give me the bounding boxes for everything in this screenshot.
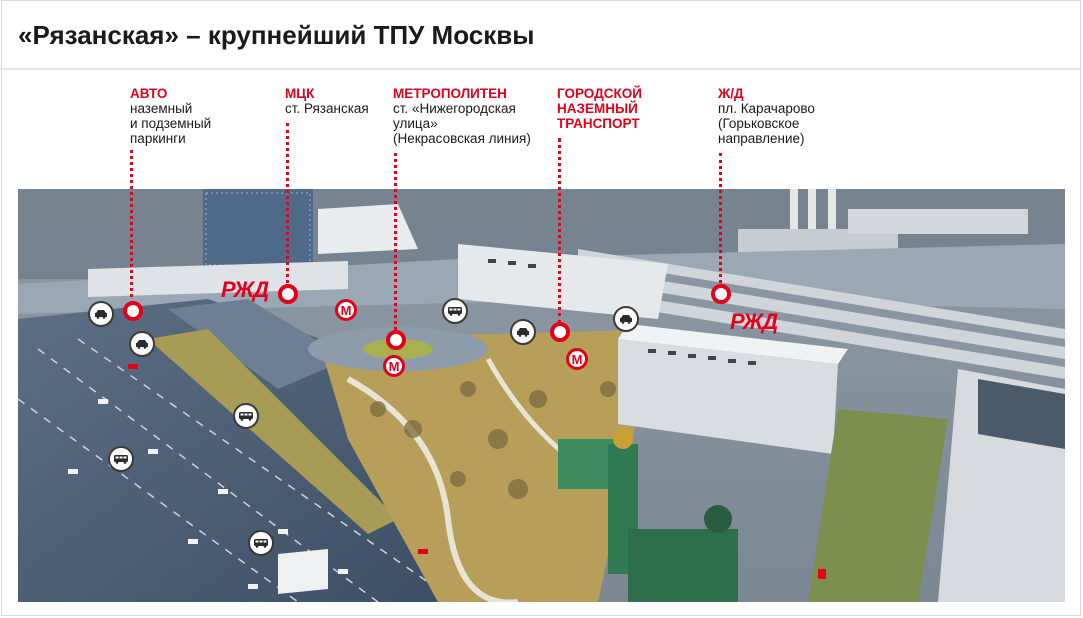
location-marker-metro xyxy=(386,330,406,350)
label-mck-heading: МЦК xyxy=(285,86,315,101)
leader-line-transport xyxy=(558,138,561,324)
label-auto-line: наземный xyxy=(130,101,193,116)
label-auto-line: паркинги xyxy=(130,131,186,146)
chimney xyxy=(828,189,836,244)
industrial-building xyxy=(848,209,1028,234)
red-car xyxy=(818,569,826,579)
label-rail-line: пл. Карачарово xyxy=(718,101,815,116)
location-marker-mck xyxy=(278,284,298,304)
park-plaza xyxy=(318,329,668,602)
aerial-illustration xyxy=(18,189,1065,602)
bus-icon xyxy=(248,530,274,556)
red-car xyxy=(128,364,138,369)
bus-icon xyxy=(233,403,259,429)
church-body xyxy=(628,529,738,602)
kiosk xyxy=(278,549,328,594)
parked-cars xyxy=(488,259,756,365)
label-mck-line: ст. Рязанская xyxy=(285,101,369,116)
leader-line-auto xyxy=(130,150,133,297)
ramp xyxy=(168,299,348,389)
location-marker-auto xyxy=(123,301,143,321)
rzd-logo-icon: РЖД xyxy=(730,309,778,334)
location-marker-transport xyxy=(550,322,570,342)
station-building xyxy=(318,204,418,254)
rzd-logo-icon: РЖД xyxy=(221,277,269,302)
label-rail-line: (Горьковское xyxy=(718,116,800,131)
chimney xyxy=(808,189,816,234)
highway-cars xyxy=(68,399,348,589)
chimney xyxy=(790,189,798,229)
leader-line-rail xyxy=(719,153,722,283)
label-metro-line: (Некрасовская линия) xyxy=(393,131,531,146)
label-auto-line: и подземный xyxy=(130,116,212,131)
metro-icon: М xyxy=(566,348,588,370)
label-metro-line: ст. «Нижегородская xyxy=(393,101,516,116)
label-transport: ГОРОДСКОЙ НАЗЕМНЫЙ ТРАНСПОРТ xyxy=(557,86,642,131)
car-icon xyxy=(129,331,155,357)
transport-hub-roof xyxy=(618,324,848,364)
label-transport-heading: ТРАНСПОРТ xyxy=(557,116,640,131)
rail-track xyxy=(578,259,1065,347)
rail-track xyxy=(578,279,1065,367)
label-rail-line: направление) xyxy=(718,131,805,146)
footpath xyxy=(346,376,518,602)
green-median xyxy=(148,329,398,534)
lane-marking xyxy=(18,398,299,602)
tower-windows xyxy=(205,192,311,266)
metro-icon: М xyxy=(335,299,357,321)
transport-hub-building xyxy=(618,339,838,454)
metro-icon: М xyxy=(383,355,405,377)
car-icon xyxy=(510,319,536,345)
car-icon xyxy=(613,306,639,332)
leader-line-mck xyxy=(286,123,289,283)
label-metro: МЕТРОПОЛИТЕН ст. «Нижегородская улица» (… xyxy=(393,86,531,146)
label-auto: АВТО наземный и подземный паркинги xyxy=(130,86,211,146)
title-divider xyxy=(0,68,1080,70)
church-dome xyxy=(704,505,732,533)
tower-building xyxy=(203,189,313,269)
page-title: «Рязанская» – крупнейший ТПУ Москвы xyxy=(18,20,535,50)
label-rail-heading: Ж/Д xyxy=(718,86,744,101)
location-marker-rail xyxy=(711,284,731,304)
label-rail: Ж/Д пл. Карачарово (Горьковское направле… xyxy=(718,86,815,146)
red-car xyxy=(418,549,428,554)
aerial-scene xyxy=(18,189,1065,602)
bus-icon xyxy=(108,446,134,472)
label-transport-heading: НАЗЕМНЫЙ xyxy=(557,101,638,116)
trees xyxy=(370,381,616,499)
green-strip xyxy=(808,409,948,602)
label-transport-heading: ГОРОДСКОЙ xyxy=(557,86,642,101)
right-building-roof xyxy=(978,379,1065,449)
car-icon xyxy=(88,301,114,327)
label-metro-heading: МЕТРОПОЛИТЕН xyxy=(393,86,507,101)
label-auto-heading: АВТО xyxy=(130,86,168,101)
church-dome xyxy=(613,429,633,449)
label-metro-line: улица» xyxy=(393,116,438,131)
leader-line-metro xyxy=(394,153,397,330)
bus-icon xyxy=(442,298,468,324)
label-mck: МЦК ст. Рязанская xyxy=(285,86,369,116)
